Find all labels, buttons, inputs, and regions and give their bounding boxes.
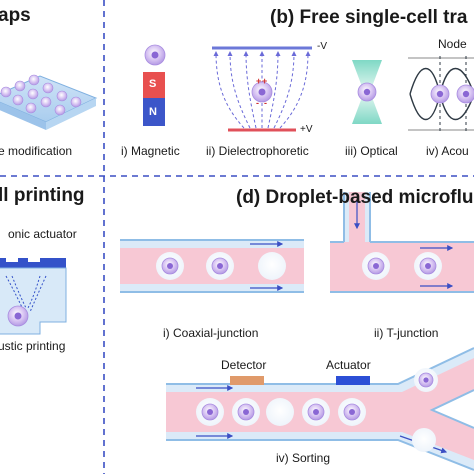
cell bbox=[12, 94, 24, 106]
t-junction-droplets bbox=[362, 252, 442, 280]
cell bbox=[0, 86, 12, 98]
sorting-droplets bbox=[196, 368, 438, 452]
caption-optical: iii) Optical bbox=[345, 144, 398, 158]
t-junction-channel bbox=[330, 192, 474, 293]
caption-coaxial-junction: i) Coaxial-junction bbox=[163, 326, 259, 340]
cell bbox=[42, 82, 54, 94]
svg-text:+: + bbox=[262, 76, 267, 86]
electrode-top-label: -V bbox=[317, 41, 327, 52]
cell bbox=[70, 96, 82, 108]
droplet bbox=[412, 428, 436, 452]
cell bbox=[14, 80, 26, 92]
cell bbox=[27, 88, 39, 100]
svg-text:-: - bbox=[256, 98, 259, 108]
dielectrophoretic-trap: + + - - bbox=[212, 46, 312, 132]
cell bbox=[40, 96, 52, 108]
svg-text:-: - bbox=[264, 98, 267, 108]
caption-magnetic: i) Magnetic bbox=[121, 144, 180, 158]
caption-t-junction: ii) T-junction bbox=[374, 326, 439, 340]
magnet-s-label: S bbox=[149, 78, 157, 90]
detector-label: Detector bbox=[221, 358, 267, 372]
cell bbox=[28, 74, 40, 86]
cell bbox=[25, 102, 37, 114]
acoustic-node-label: Node bbox=[438, 37, 467, 51]
caption-acoustic: iv) Acou bbox=[426, 144, 469, 158]
panel-a-caption: e modification bbox=[0, 144, 73, 158]
actuator-label: onic actuator bbox=[8, 227, 77, 241]
actuator-block-label: Actuator bbox=[326, 358, 371, 372]
panel-c-title: ll printing bbox=[0, 185, 85, 206]
optical-trap bbox=[352, 60, 382, 124]
electrode-bottom-label: +V bbox=[300, 124, 313, 135]
cell bbox=[56, 90, 68, 102]
caption-dielectrophoretic: ii) Dielectrophoretic bbox=[206, 144, 309, 158]
magnetic-trap bbox=[143, 44, 166, 126]
cell bbox=[54, 104, 66, 116]
detector-block bbox=[230, 376, 264, 385]
ultrasonic-actuator bbox=[0, 258, 66, 268]
panel-a-title: aps bbox=[0, 5, 31, 26]
surface-chip bbox=[0, 74, 98, 130]
droplet bbox=[258, 252, 286, 280]
droplet bbox=[266, 398, 294, 426]
panel-d-title: (d) Droplet-based microflu bbox=[236, 187, 474, 208]
magnet-south-pole bbox=[143, 72, 165, 98]
panel-c-caption: ustic printing bbox=[0, 339, 66, 353]
coaxial-droplets bbox=[156, 252, 286, 280]
actuator-block bbox=[336, 376, 370, 385]
magnet-n-label: N bbox=[149, 106, 157, 118]
caption-sorting: iv) Sorting bbox=[276, 451, 331, 465]
svg-text:+: + bbox=[256, 76, 261, 86]
field-lines bbox=[213, 51, 311, 129]
acoustic-trap bbox=[408, 56, 474, 132]
magnet-north-pole bbox=[143, 98, 165, 126]
acoustic-printer bbox=[0, 258, 67, 335]
panel-b-title: (b) Free single-cell tra bbox=[270, 7, 468, 28]
